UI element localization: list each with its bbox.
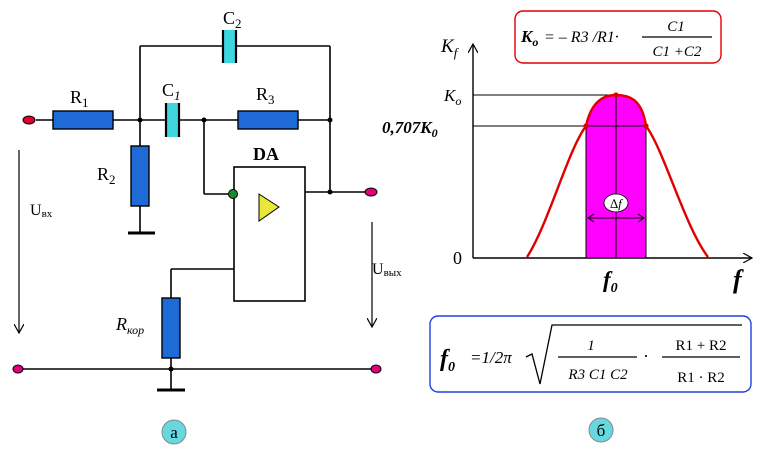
junction-dot xyxy=(168,366,174,372)
junction-dot xyxy=(137,117,143,123)
formula-f0-box xyxy=(429,315,752,393)
label-f0: f0 xyxy=(603,267,618,296)
resistor-r2 xyxy=(130,145,150,207)
label-da: DA xyxy=(253,144,279,164)
resistor-rkor xyxy=(161,297,181,359)
panel-label-a: а xyxy=(170,423,178,442)
capacitor-c1 xyxy=(164,103,181,137)
formula-k0-denominator: C1 +C2 xyxy=(653,44,702,60)
opamp-da xyxy=(233,166,306,302)
label-k0: Ko xyxy=(443,86,461,108)
panel-badge-b xyxy=(588,417,614,443)
label-y-axis: Kf xyxy=(440,36,460,60)
formula-f0-den2: R1 · R2 xyxy=(677,370,725,386)
formula-k0-rhs: = – R3 /R1· xyxy=(544,29,619,46)
label-uin: Uвх xyxy=(30,202,53,220)
resistor-r3 xyxy=(237,110,299,130)
opamp-triangle-icon xyxy=(258,193,280,222)
panel-badge-a xyxy=(161,419,187,445)
panel-label-b: б xyxy=(597,421,606,440)
label-x-axis: f xyxy=(733,265,744,294)
formula-f0: f0 =1/2π 1 R3 C1 C2 · R1 + R2 R1 · R2 xyxy=(429,315,752,393)
junction-dot xyxy=(327,189,333,195)
formula-k0-lhs: Ko xyxy=(520,27,538,49)
formula-k0-box xyxy=(514,10,722,64)
circuit-panel xyxy=(20,45,376,392)
capacitor-c2 xyxy=(221,30,238,63)
sqrt-sign-icon xyxy=(525,324,742,385)
input-terminal xyxy=(22,115,36,125)
frequency-response-graph: ∆f Kf Ko 0,707K0 0 f0 f xyxy=(382,36,752,296)
label-r1: R1 xyxy=(70,87,89,110)
ground-terminal-right xyxy=(370,364,382,374)
label-zero: 0 xyxy=(453,248,462,268)
opamp-noninv-input-icon xyxy=(228,189,238,199)
peak-point xyxy=(613,92,619,98)
label-uout: Uвых xyxy=(372,261,402,279)
formula-f0-num1: 1 xyxy=(587,338,595,354)
delta-f-badge xyxy=(603,193,629,213)
resistor-r1 xyxy=(52,110,114,130)
label-c2: C2 xyxy=(223,8,242,31)
delta-f-arrowhead-right xyxy=(637,213,645,223)
label-c1: C1 xyxy=(162,80,181,103)
label-r3: R3 xyxy=(256,84,275,107)
junction-dot xyxy=(201,117,207,123)
formula-f0-den1: R3 C1 C2 xyxy=(567,367,628,383)
junction-dot xyxy=(327,117,333,123)
formula-f0-coef: =1/2π xyxy=(470,348,512,367)
label-delta-f: ∆f xyxy=(610,196,624,211)
formula-f0-dot: · xyxy=(643,346,649,366)
delta-f-arrowhead-left xyxy=(587,213,595,223)
halfpower-point-left xyxy=(583,123,589,129)
label-rkor: Rкор xyxy=(115,314,144,337)
formula-k0: Ko = – R3 /R1· C1 C1 +C2 xyxy=(514,10,722,64)
formula-f0-num2: R1 + R2 xyxy=(676,338,727,354)
label-r2: R2 xyxy=(97,164,116,187)
ground-terminal-left xyxy=(12,364,24,374)
halfpower-point-right xyxy=(643,123,649,129)
label-k0707: 0,707K0 xyxy=(382,118,438,140)
formula-k0-numerator: C1 xyxy=(667,19,685,35)
formula-f0-lhs: f0 xyxy=(440,346,455,375)
output-terminal xyxy=(364,187,378,197)
